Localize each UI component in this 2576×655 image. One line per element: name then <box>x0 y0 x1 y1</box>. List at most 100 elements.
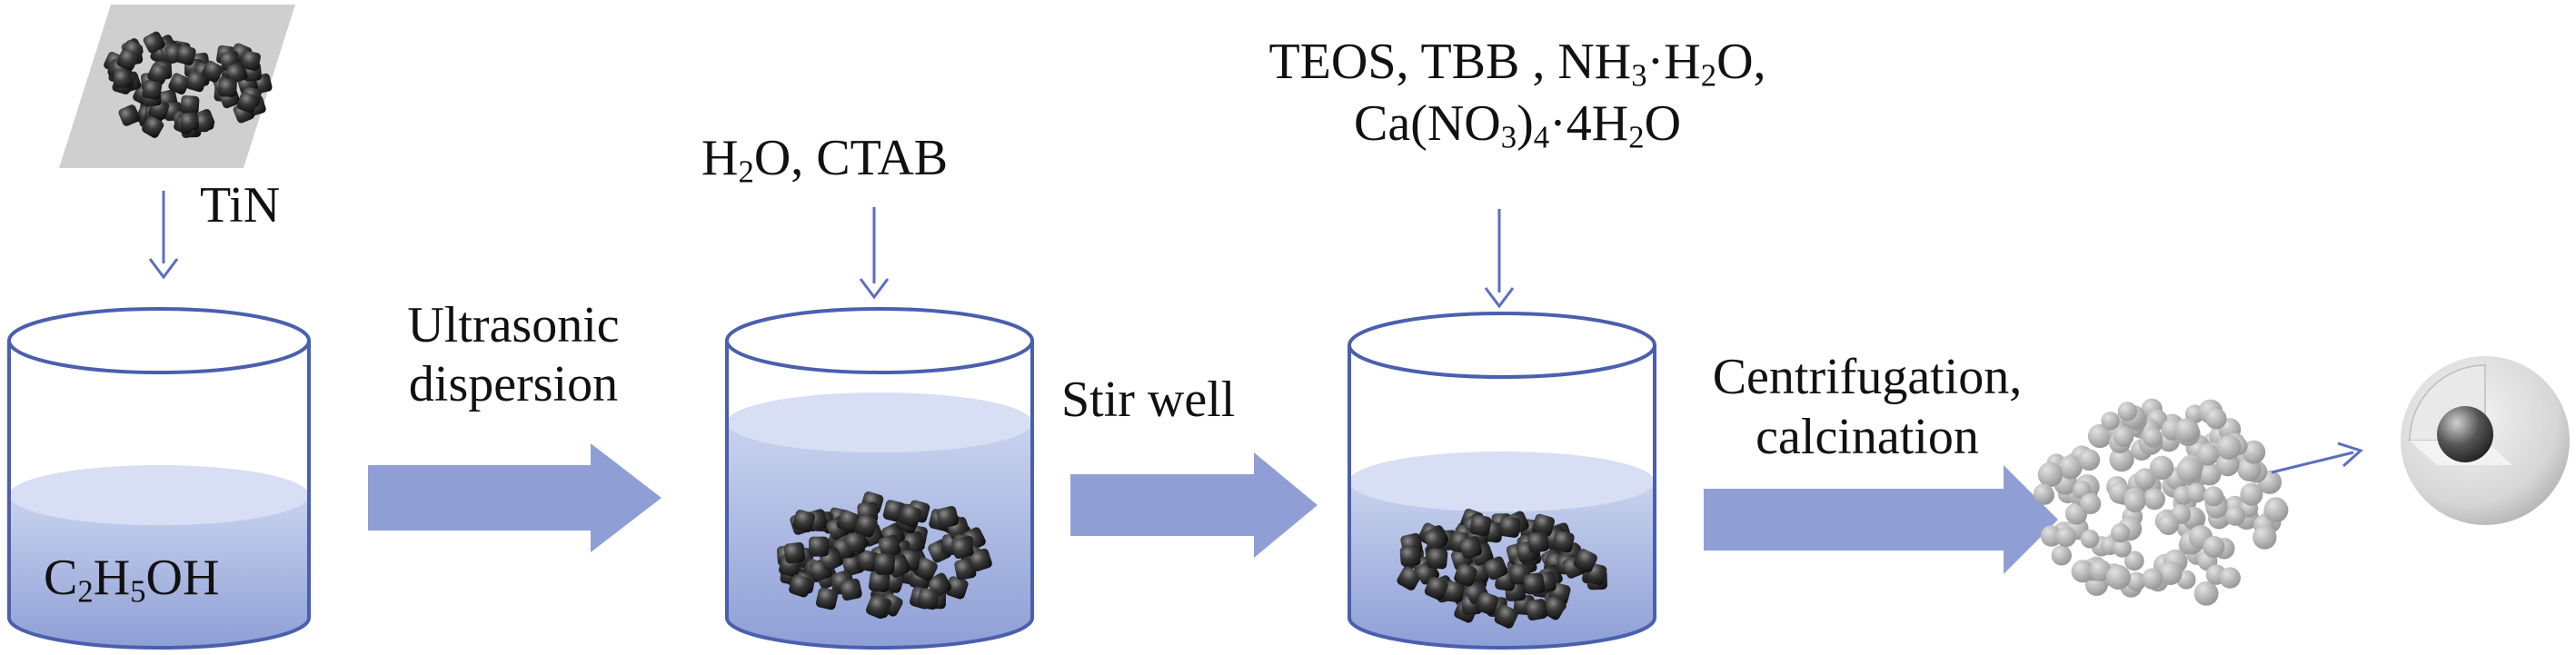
tin-particle <box>116 49 139 71</box>
product-particle <box>2134 468 2156 490</box>
product-particle <box>2219 567 2241 589</box>
product-particle <box>2216 434 2242 460</box>
product-particle <box>2123 491 2146 512</box>
tin-particle <box>142 80 163 100</box>
product-particle <box>2101 412 2120 431</box>
product-particle <box>2149 455 2174 481</box>
tin-particle <box>865 595 890 620</box>
tin-particle <box>917 588 940 610</box>
label-reagents: TEOS, TBB , NH3·H2O, Ca(NO3)4·4H2O <box>1208 31 1826 155</box>
tin-particle <box>836 510 860 533</box>
sphere-core <box>2437 406 2493 462</box>
arrow-to-hollow-sphere <box>2271 442 2363 474</box>
tin-particle <box>147 63 169 85</box>
tin-particle <box>185 71 207 93</box>
tin-particle <box>180 95 200 114</box>
product-particle <box>2071 560 2094 583</box>
tin-particle <box>1573 549 1597 573</box>
tin-particle <box>1484 556 1508 581</box>
product-particle <box>2055 526 2076 548</box>
label-ultrasonic-dispersion: Ultrasonic dispersion <box>407 297 620 412</box>
product-particle <box>2253 525 2277 550</box>
tin-particle <box>180 112 199 132</box>
beaker-1-liquid-surface <box>9 465 309 525</box>
arrow-to-beaker-2 <box>859 207 890 300</box>
tin-particle <box>1526 599 1548 621</box>
tin-particle <box>840 578 862 601</box>
tin-particle <box>1427 548 1448 570</box>
product-particle <box>2040 525 2063 547</box>
product-particle <box>2105 564 2131 590</box>
product-particle <box>2143 488 2165 511</box>
label-stir-well: Stir well <box>1061 372 1236 428</box>
product-particle <box>2242 440 2266 464</box>
product-particle <box>2113 426 2134 447</box>
tin-particle <box>1527 531 1549 553</box>
hollow-sphere <box>2401 356 2570 525</box>
product-particle <box>2197 443 2220 466</box>
label-tin: TiN <box>200 177 281 233</box>
tin-particle <box>792 510 816 532</box>
tin-particle <box>1454 563 1477 587</box>
product-particle <box>2078 449 2101 471</box>
product-particle <box>2157 513 2179 536</box>
tin-particle <box>236 92 258 114</box>
tin-particle <box>815 587 839 610</box>
product-particle <box>2174 418 2200 443</box>
tin-particle <box>218 78 237 97</box>
tin-particle <box>951 536 974 559</box>
tin-particle <box>241 50 261 71</box>
beaker-2-liquid-surface <box>727 392 1032 452</box>
product-particle <box>2037 461 2064 488</box>
tin-particles-beaker-2 <box>776 491 992 620</box>
product-particle <box>2080 529 2100 549</box>
tin-particle <box>1532 513 1556 537</box>
product-particle <box>2225 505 2246 526</box>
product-particle <box>2240 482 2263 506</box>
beaker-1-liquid <box>9 495 309 648</box>
tin-particle <box>1498 516 1521 538</box>
product-particle <box>2158 561 2183 585</box>
tin-particle <box>1523 572 1546 595</box>
product-particle <box>2143 427 2163 448</box>
tin-particle <box>945 576 969 600</box>
tin-particle <box>1541 596 1566 620</box>
tin-particle <box>1475 591 1499 615</box>
product-particle <box>2205 408 2227 430</box>
tin-particle <box>143 31 165 54</box>
tin-particle <box>856 550 879 572</box>
tin-particle <box>1399 545 1421 567</box>
product-particle <box>2142 568 2163 590</box>
label-centrifugation-calcination: Centrifugation, calcination <box>1712 349 2023 466</box>
product-particle <box>2263 498 2289 522</box>
tin-particle <box>868 571 890 593</box>
product-particles <box>2033 398 2289 606</box>
label-reagents-line2: Ca(NO3)4·4H2O <box>1353 95 1682 155</box>
product-particle <box>2203 536 2225 558</box>
beaker-2 <box>725 307 1034 650</box>
product-particle <box>2123 551 2144 571</box>
tin-particle <box>854 514 878 538</box>
tin-particle <box>1552 531 1575 553</box>
tin-particle <box>1494 604 1518 629</box>
arrow-tin-to-beaker <box>148 191 179 280</box>
tin-particle <box>783 541 806 564</box>
product-particle <box>2113 539 2132 558</box>
process-arrow-2 <box>1070 452 1318 558</box>
label-reagents-line1: TEOS, TBB , NH3·H2O, <box>1268 34 1766 94</box>
tin-particle <box>936 505 960 529</box>
product-particle <box>2126 571 2146 591</box>
tin-particle <box>142 115 164 138</box>
tin-particle <box>201 60 224 83</box>
tin-particle <box>878 534 901 558</box>
process-arrow-3 <box>1704 465 2058 574</box>
product-particle <box>2058 455 2083 480</box>
tin-particle <box>898 504 922 528</box>
label-h2o-ctab: H2O, CTAB <box>701 130 949 190</box>
product-particle <box>2051 545 2072 566</box>
product-particle <box>2193 581 2219 606</box>
tin-particle <box>809 536 830 557</box>
tin-particle <box>1443 581 1465 603</box>
process-arrow-1 <box>368 443 661 552</box>
